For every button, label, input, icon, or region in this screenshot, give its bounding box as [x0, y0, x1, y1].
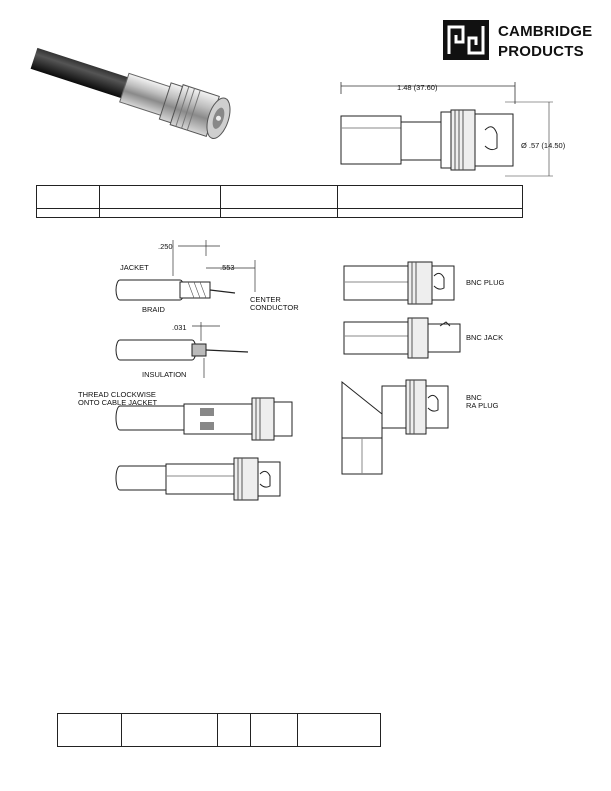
table-row [57, 713, 381, 747]
table-cell [217, 713, 251, 747]
table-cell [99, 208, 221, 218]
bnc-ra-label-1: BNC [466, 393, 482, 402]
dimension-drawing-svg: 1.48 (37.60) Ø .57 (14.50) [340, 82, 566, 177]
spec-table-top [36, 185, 523, 218]
bnc-jack-drawing: BNC JACK [343, 317, 503, 359]
brand-name: CAMBRIDGE PRODUCTS [498, 22, 592, 62]
table-row [36, 208, 523, 218]
assembly-diagrams: .250 .553 JACKET BRAID CENTER CONDUCTOR … [78, 240, 505, 501]
table-cell [297, 713, 381, 747]
cable-assembly-step-4 [115, 457, 281, 501]
spec-table-bottom [57, 713, 381, 747]
dim-553-label: .553 [220, 263, 235, 272]
dim-031-label: .031 [172, 323, 187, 332]
connector-photo [30, 47, 231, 139]
brand-line-2: PRODUCTS [498, 43, 584, 60]
table-cell [36, 208, 100, 218]
table-cell [57, 713, 122, 747]
table-cell [337, 185, 523, 209]
brand-line-1: CAMBRIDGE [498, 23, 593, 40]
braid-label: BRAID [142, 305, 166, 314]
table-cell [220, 185, 338, 209]
table-cell [99, 185, 221, 209]
table-cell [121, 713, 218, 747]
dim-250-label: .250 [158, 242, 173, 251]
cambridge-logo-icon [443, 20, 489, 60]
cable-strip-step-1: .250 .553 JACKET BRAID CENTER CONDUCTOR [115, 240, 299, 314]
center-conductor-label-2: CONDUCTOR [250, 303, 299, 312]
diameter-dimension-label: Ø .57 (14.50) [521, 141, 566, 150]
length-dimension-label: 1.48 (37.60) [397, 83, 438, 92]
table-cell [250, 713, 298, 747]
thread-instruction-line-1: THREAD CLOCKWISE [78, 390, 156, 399]
bnc-plug-drawing: BNC PLUG [343, 261, 505, 305]
dimension-drawing: 1.48 (37.60) Ø .57 (14.50) [335, 82, 566, 182]
jacket-label: JACKET [120, 263, 149, 272]
center-conductor-label-1: CENTER [250, 295, 281, 304]
bnc-plug-label: BNC PLUG [466, 278, 505, 287]
bnc-ra-plug-drawing: BNC RA PLUG [341, 379, 499, 475]
table-cell [36, 185, 100, 209]
table-cell [220, 208, 338, 218]
table-row [36, 185, 523, 209]
cable-strip-step-2: .031 INSULATION [115, 322, 249, 379]
table-cell [337, 208, 523, 218]
insulation-label: INSULATION [142, 370, 186, 379]
bnc-jack-label: BNC JACK [466, 333, 503, 342]
bnc-ra-label-2: RA PLUG [466, 401, 499, 410]
cable-assembly-step-3: THREAD CLOCKWISE ONTO CABLE JACKET [78, 390, 293, 441]
thread-instruction-line-2: ONTO CABLE JACKET [78, 398, 157, 407]
